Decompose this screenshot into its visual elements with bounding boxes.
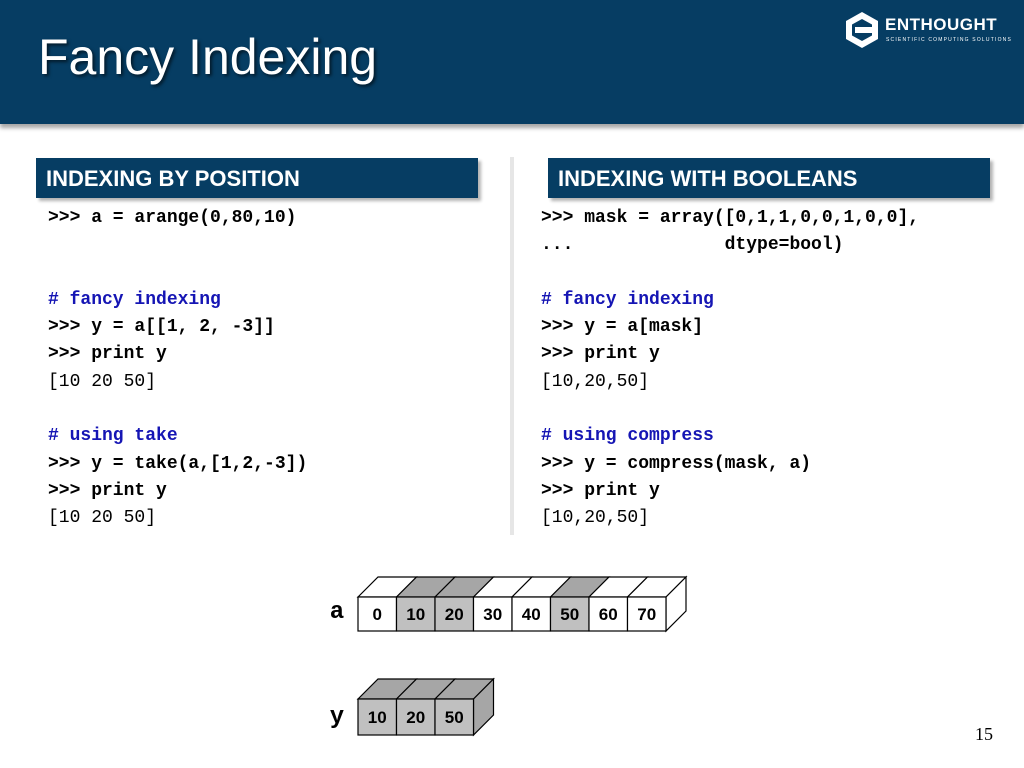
section-header-position: INDEXING BY POSITION (36, 158, 478, 198)
code-line: >>> y = a[[1, 2, -3]] (48, 317, 275, 338)
array-cell (434, 698, 475, 736)
code-output: [10,20,50] (541, 371, 650, 392)
code-line: >>> a = arange(0,80,10) (48, 208, 297, 228)
code-comment: # fancy indexing (48, 289, 221, 310)
array-cell-value: 40 (522, 605, 541, 624)
array-cell-value: 70 (637, 605, 656, 624)
array-cell (626, 596, 667, 632)
array-label: y (330, 704, 344, 731)
array-cell (511, 596, 552, 632)
code-line: >>> y = a[mask] (541, 317, 704, 338)
code-line: >>> print y (541, 344, 660, 365)
array-cell-value: 50 (560, 605, 579, 624)
logo-tagline: SCIENTIFIC COMPUTING SOLUTIONS (886, 37, 1013, 43)
code-line: >>> print y (48, 480, 167, 501)
code-block-position: >>> a = arange(0,80,10) # fancy indexing >… (48, 205, 307, 533)
slide-title: Fancy Indexing (38, 29, 378, 85)
array-cell-value: 60 (599, 605, 618, 624)
code-line: ... dtype=bool) (541, 235, 844, 256)
column-divider (510, 157, 514, 535)
code-block-booleans: >>> mask = array([0,1,1,0,0,1,0,0], ... d… (541, 205, 919, 533)
array-cell-value: 50 (445, 708, 464, 727)
code-comment: # using compress (541, 426, 714, 447)
array-cell (357, 596, 398, 632)
page-number: 15 (975, 724, 993, 744)
array-cell (588, 596, 629, 632)
code-comment: # fancy indexing (541, 289, 714, 310)
array-cell-value: 20 (406, 708, 425, 727)
array-cell-value: 10 (368, 708, 387, 727)
array-cell-value: 20 (445, 605, 464, 624)
code-comment: # using take (48, 426, 178, 447)
code-output: [10 20 50] (48, 508, 157, 529)
title-bar: Fancy Indexing ENTHOUGHT SCIENTIFIC COMP… (0, 0, 1024, 124)
enthought-logo: ENTHOUGHT SCIENTIFIC COMPUTING SOLUTIONS (842, 10, 1014, 54)
code-line: >>> print y (541, 480, 660, 501)
code-line: >>> print y (48, 344, 167, 365)
code-line: >>> y = take(a,[1,2,-3]) (48, 453, 308, 474)
array-label: a (330, 599, 344, 626)
code-output: [10 20 50] (48, 371, 157, 392)
section-header-booleans: INDEXING WITH BOOLEANS (548, 158, 990, 198)
array-cell (395, 596, 436, 632)
array-cell-value: 0 (373, 605, 382, 624)
logo-name: ENTHOUGHT (885, 15, 998, 34)
code-output: [10,20,50] (541, 508, 650, 529)
logo-mark-icon (846, 12, 878, 48)
array-cell (357, 698, 398, 736)
code-line: >>> mask = array([0,1,1,0,0,1,0,0], (541, 208, 920, 228)
array-cell (434, 596, 475, 632)
code-line: >>> y = compress(mask, a) (541, 453, 812, 474)
array-cell-value: 30 (483, 605, 502, 624)
array-cell-value: 10 (406, 605, 425, 624)
